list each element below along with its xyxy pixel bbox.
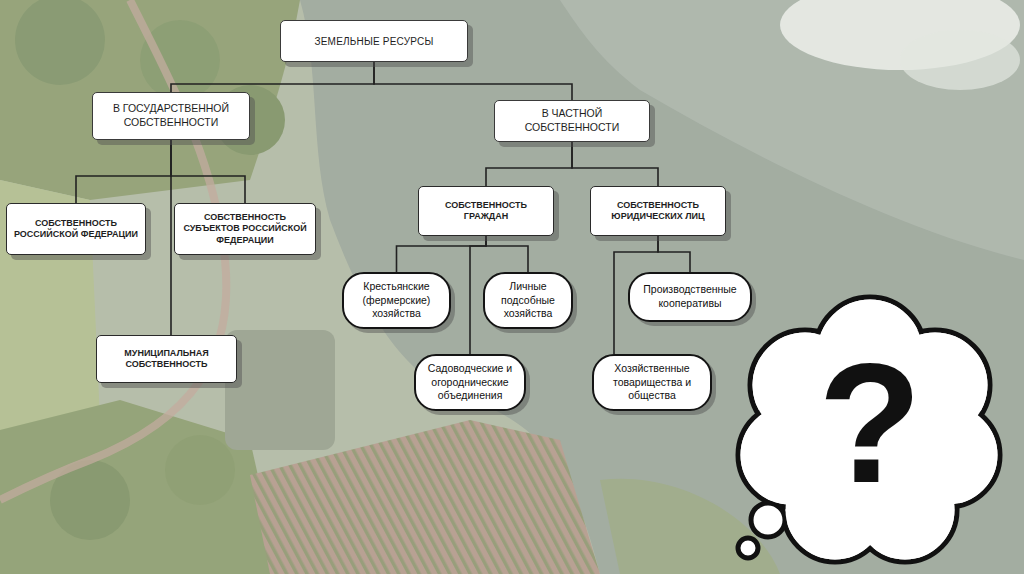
tree-connector <box>397 236 487 272</box>
node-text: СОБСТВЕННОСТЬ РОССИЙСКОЙ ФЕДЕРАЦИИ <box>13 218 139 241</box>
node-text: Крестьянские (фермерские) хозяйства <box>352 280 441 321</box>
tree-connector <box>76 140 171 203</box>
category-box: СОБСТВЕННОСТЬ ЮРИДИЧЕСКИХ ЛИЦ <box>590 186 726 236</box>
thought-bubble <box>738 297 1000 562</box>
rounded-box: Личные подсобные хозяйства <box>483 272 573 329</box>
node-text: Личные подсобные хозяйства <box>493 280 563 321</box>
category-box: СОБСТВЕННОСТЬ СУБЪЕКТОВ РОССИЙСКОЙ ФЕДЕР… <box>174 203 316 255</box>
category-box: В ГОСУДАРСТВЕННОЙ СОБСТВЕННОСТИ <box>92 92 250 140</box>
category-box: СОБСТВЕННОСТЬ РОССИЙСКОЙ ФЕДЕРАЦИИ <box>6 203 146 255</box>
node-text: СОБСТВЕННОСТЬ ГРАЖДАН <box>425 200 547 223</box>
tree-connector <box>572 142 658 186</box>
node-text: Производственные кооперативы <box>638 283 742 310</box>
node-text: МУНИЦИПАЛЬНАЯ СОБСТВЕННОСТЬ <box>103 348 230 371</box>
node-text: СОБСТВЕННОСТЬ СУБЪЕКТОВ РОССИЙСКОЙ ФЕДЕР… <box>181 212 309 246</box>
node-text: В ЧАСТНОЙ СОБСТВЕННОСТИ <box>503 107 641 134</box>
tree-connector <box>171 140 245 203</box>
tree-connector <box>486 236 528 272</box>
rounded-box: Производственные кооперативы <box>628 272 752 322</box>
tree-connector <box>170 140 172 335</box>
rounded-box: Садоводческие и огороднические объединен… <box>414 354 526 411</box>
node-text: В ГОСУДАРСТВЕННОЙ СОБСТВЕННОСТИ <box>101 102 241 129</box>
category-box: В ЧАСТНОЙ СОБСТВЕННОСТИ <box>494 100 650 142</box>
tree-connector <box>171 62 374 92</box>
question-mark: ? <box>810 338 930 508</box>
node-text: Хозяйственные товарищества и общества <box>602 362 702 403</box>
tree-connector <box>374 62 572 100</box>
node-text: Садоводческие и огороднические объединен… <box>424 362 516 403</box>
category-box: МУНИЦИПАЛЬНАЯ СОБСТВЕННОСТЬ <box>96 335 237 383</box>
node-text: СОБСТВЕННОСТЬ ЮРИДИЧЕСКИХ ЛИЦ <box>597 200 719 223</box>
tree-connector <box>658 236 690 272</box>
category-box: ЗЕМЕЛЬНЫЕ РЕСУРСЫ <box>280 20 468 62</box>
rounded-box: Хозяйственные товарищества и общества <box>592 354 712 411</box>
rounded-box: Крестьянские (фермерские) хозяйства <box>342 272 451 329</box>
category-box: СОБСТВЕННОСТЬ ГРАЖДАН <box>418 186 554 236</box>
node-text: ЗЕМЕЛЬНЫЕ РЕСУРСЫ <box>315 36 434 47</box>
tree-connector <box>486 142 572 186</box>
